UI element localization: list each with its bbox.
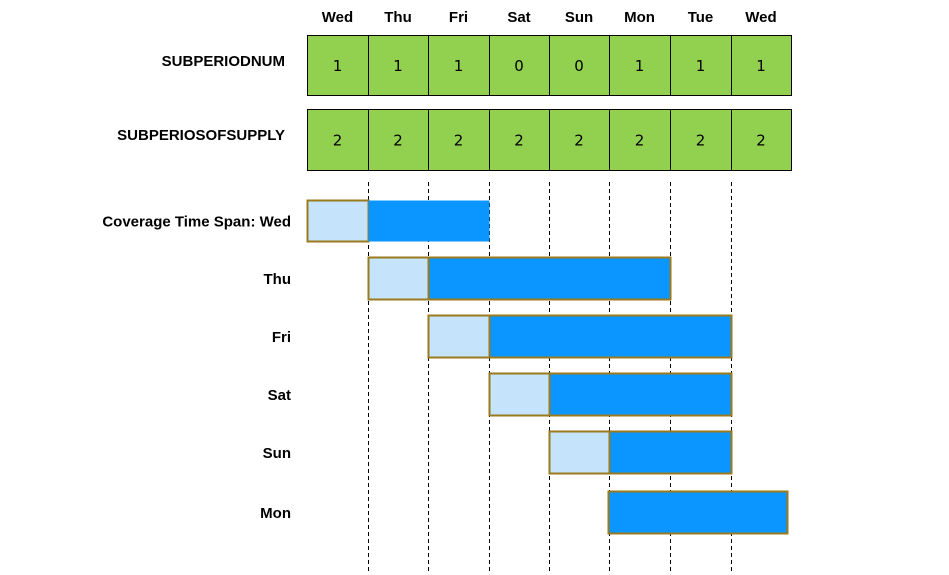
table-cell — [731, 109, 792, 171]
cell-value: 0 — [574, 57, 584, 75]
cell-value: 0 — [514, 57, 524, 75]
coverage-row-label: Fri — [272, 329, 291, 346]
coverage-row-label: Mon — [260, 505, 291, 522]
table-cell — [489, 109, 550, 171]
subperiodnum-label: SUBPERIODNUM — [162, 53, 285, 70]
table-cell — [307, 35, 369, 96]
cell-value: 2 — [393, 132, 403, 150]
cell-value: 2 — [333, 132, 343, 150]
dark-coverage-bar — [368, 200, 490, 242]
day-label: Wed — [745, 9, 776, 26]
dark-coverage-bar — [488, 314, 733, 359]
dark-coverage-bar — [607, 490, 789, 535]
day-label: Fri — [449, 9, 468, 26]
coverage-row-label: Sat — [268, 387, 291, 404]
light-coverage-bar — [548, 430, 611, 475]
day-label: Mon — [624, 9, 655, 26]
cell-value: 2 — [635, 132, 645, 150]
table-cell — [549, 35, 610, 96]
cell-value: 1 — [696, 57, 706, 75]
cell-value: 1 — [756, 57, 766, 75]
coverage-row-label: Thu — [264, 271, 292, 288]
table-cell — [731, 35, 792, 96]
cell-value: 1 — [454, 57, 464, 75]
day-header: Wed Thu Fri Sat Sun Mon Tue Wed — [322, 9, 777, 26]
light-coverage-bar — [306, 199, 370, 243]
day-label: Sun — [565, 9, 593, 26]
cell-value: 2 — [514, 132, 524, 150]
table-cell — [609, 109, 671, 171]
day-label: Wed — [322, 9, 353, 26]
table-cell — [307, 109, 369, 171]
cell-value: 1 — [333, 57, 343, 75]
table-cell — [489, 35, 550, 96]
dark-coverage-bar — [548, 372, 733, 417]
dark-coverage-bar — [427, 256, 672, 301]
cell-value: 1 — [393, 57, 403, 75]
light-coverage-bar — [367, 256, 430, 301]
coverage-row-label: Coverage Time Span: Wed — [102, 214, 291, 231]
cell-value: 2 — [696, 132, 706, 150]
day-label: Tue — [688, 9, 714, 26]
day-label: Sat — [507, 9, 530, 26]
table-cell — [428, 35, 490, 96]
table-cell — [670, 109, 732, 171]
light-coverage-bar — [427, 314, 491, 359]
table-cell — [670, 35, 732, 96]
cell-value: 1 — [635, 57, 645, 75]
day-label: Thu — [384, 9, 412, 26]
table-cell — [428, 109, 490, 171]
cell-value: 2 — [756, 132, 766, 150]
table-cell — [609, 35, 671, 96]
cell-value: 2 — [454, 132, 464, 150]
table-cell — [368, 109, 429, 171]
subperiodsofsupply-label: SUBPERIOSOFSUPPLY — [117, 127, 285, 144]
cell-value: 2 — [574, 132, 584, 150]
light-coverage-bar — [488, 372, 551, 417]
coverage-row-label: Sun — [263, 445, 291, 462]
dark-coverage-bar — [608, 430, 733, 475]
